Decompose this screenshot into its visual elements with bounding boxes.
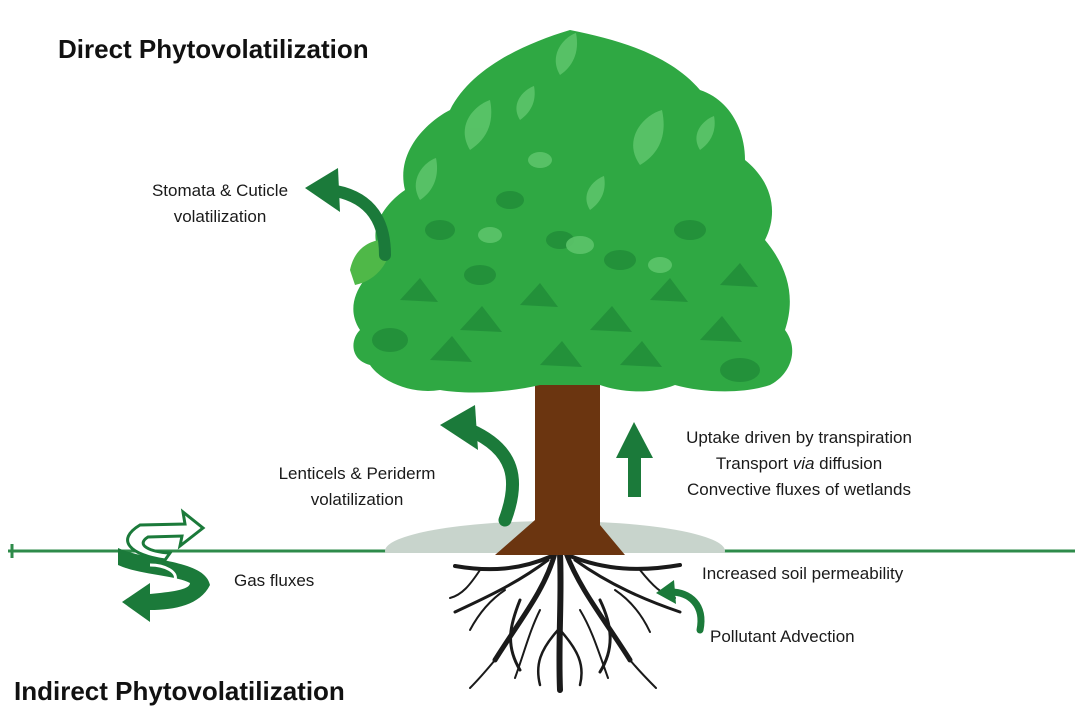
gas-fluxes-arrows-icon [118,508,210,622]
tree-canopy [350,30,793,393]
uptake-label-line2-italic: via [792,454,815,473]
lenticels-label: Lenticels & Periderm volatilization [262,461,452,513]
tree-roots [449,550,682,693]
direct-title: Direct Phytovolatilization [58,34,369,64]
stomata-label-line2: volatilization [173,207,267,226]
uptake-label-line2: Transport via diffusion [664,451,934,477]
lenticels-label-line1: Lenticels & Periderm [278,464,436,483]
indirect-title: Indirect Phytovolatilization [14,676,345,706]
soil-permeability-label: Increased soil permeability [702,564,904,583]
uptake-up-arrow-icon [616,422,653,497]
uptake-label-line3: Convective fluxes of wetlands [687,480,911,499]
tree-trunk [495,360,625,555]
uptake-label-line2-post: diffusion [814,454,883,473]
pollutant-advection-arrow-icon [656,580,705,634]
uptake-label-line2-pre: Transport [715,454,793,473]
uptake-label: Uptake driven by transpiration Transport… [664,425,934,503]
stomata-arrow-icon [305,168,391,261]
lenticels-label-line2: volatilization [310,490,404,509]
pollutant-advection-label: Pollutant Advection [710,627,855,646]
gas-fluxes-label: Gas fluxes [234,571,315,590]
stomata-label: Stomata & Cuticle volatilization [130,178,310,230]
stomata-label-line1: Stomata & Cuticle [151,181,289,200]
uptake-label-line1: Uptake driven by transpiration [686,428,912,447]
lenticels-arrow-icon [440,405,520,527]
